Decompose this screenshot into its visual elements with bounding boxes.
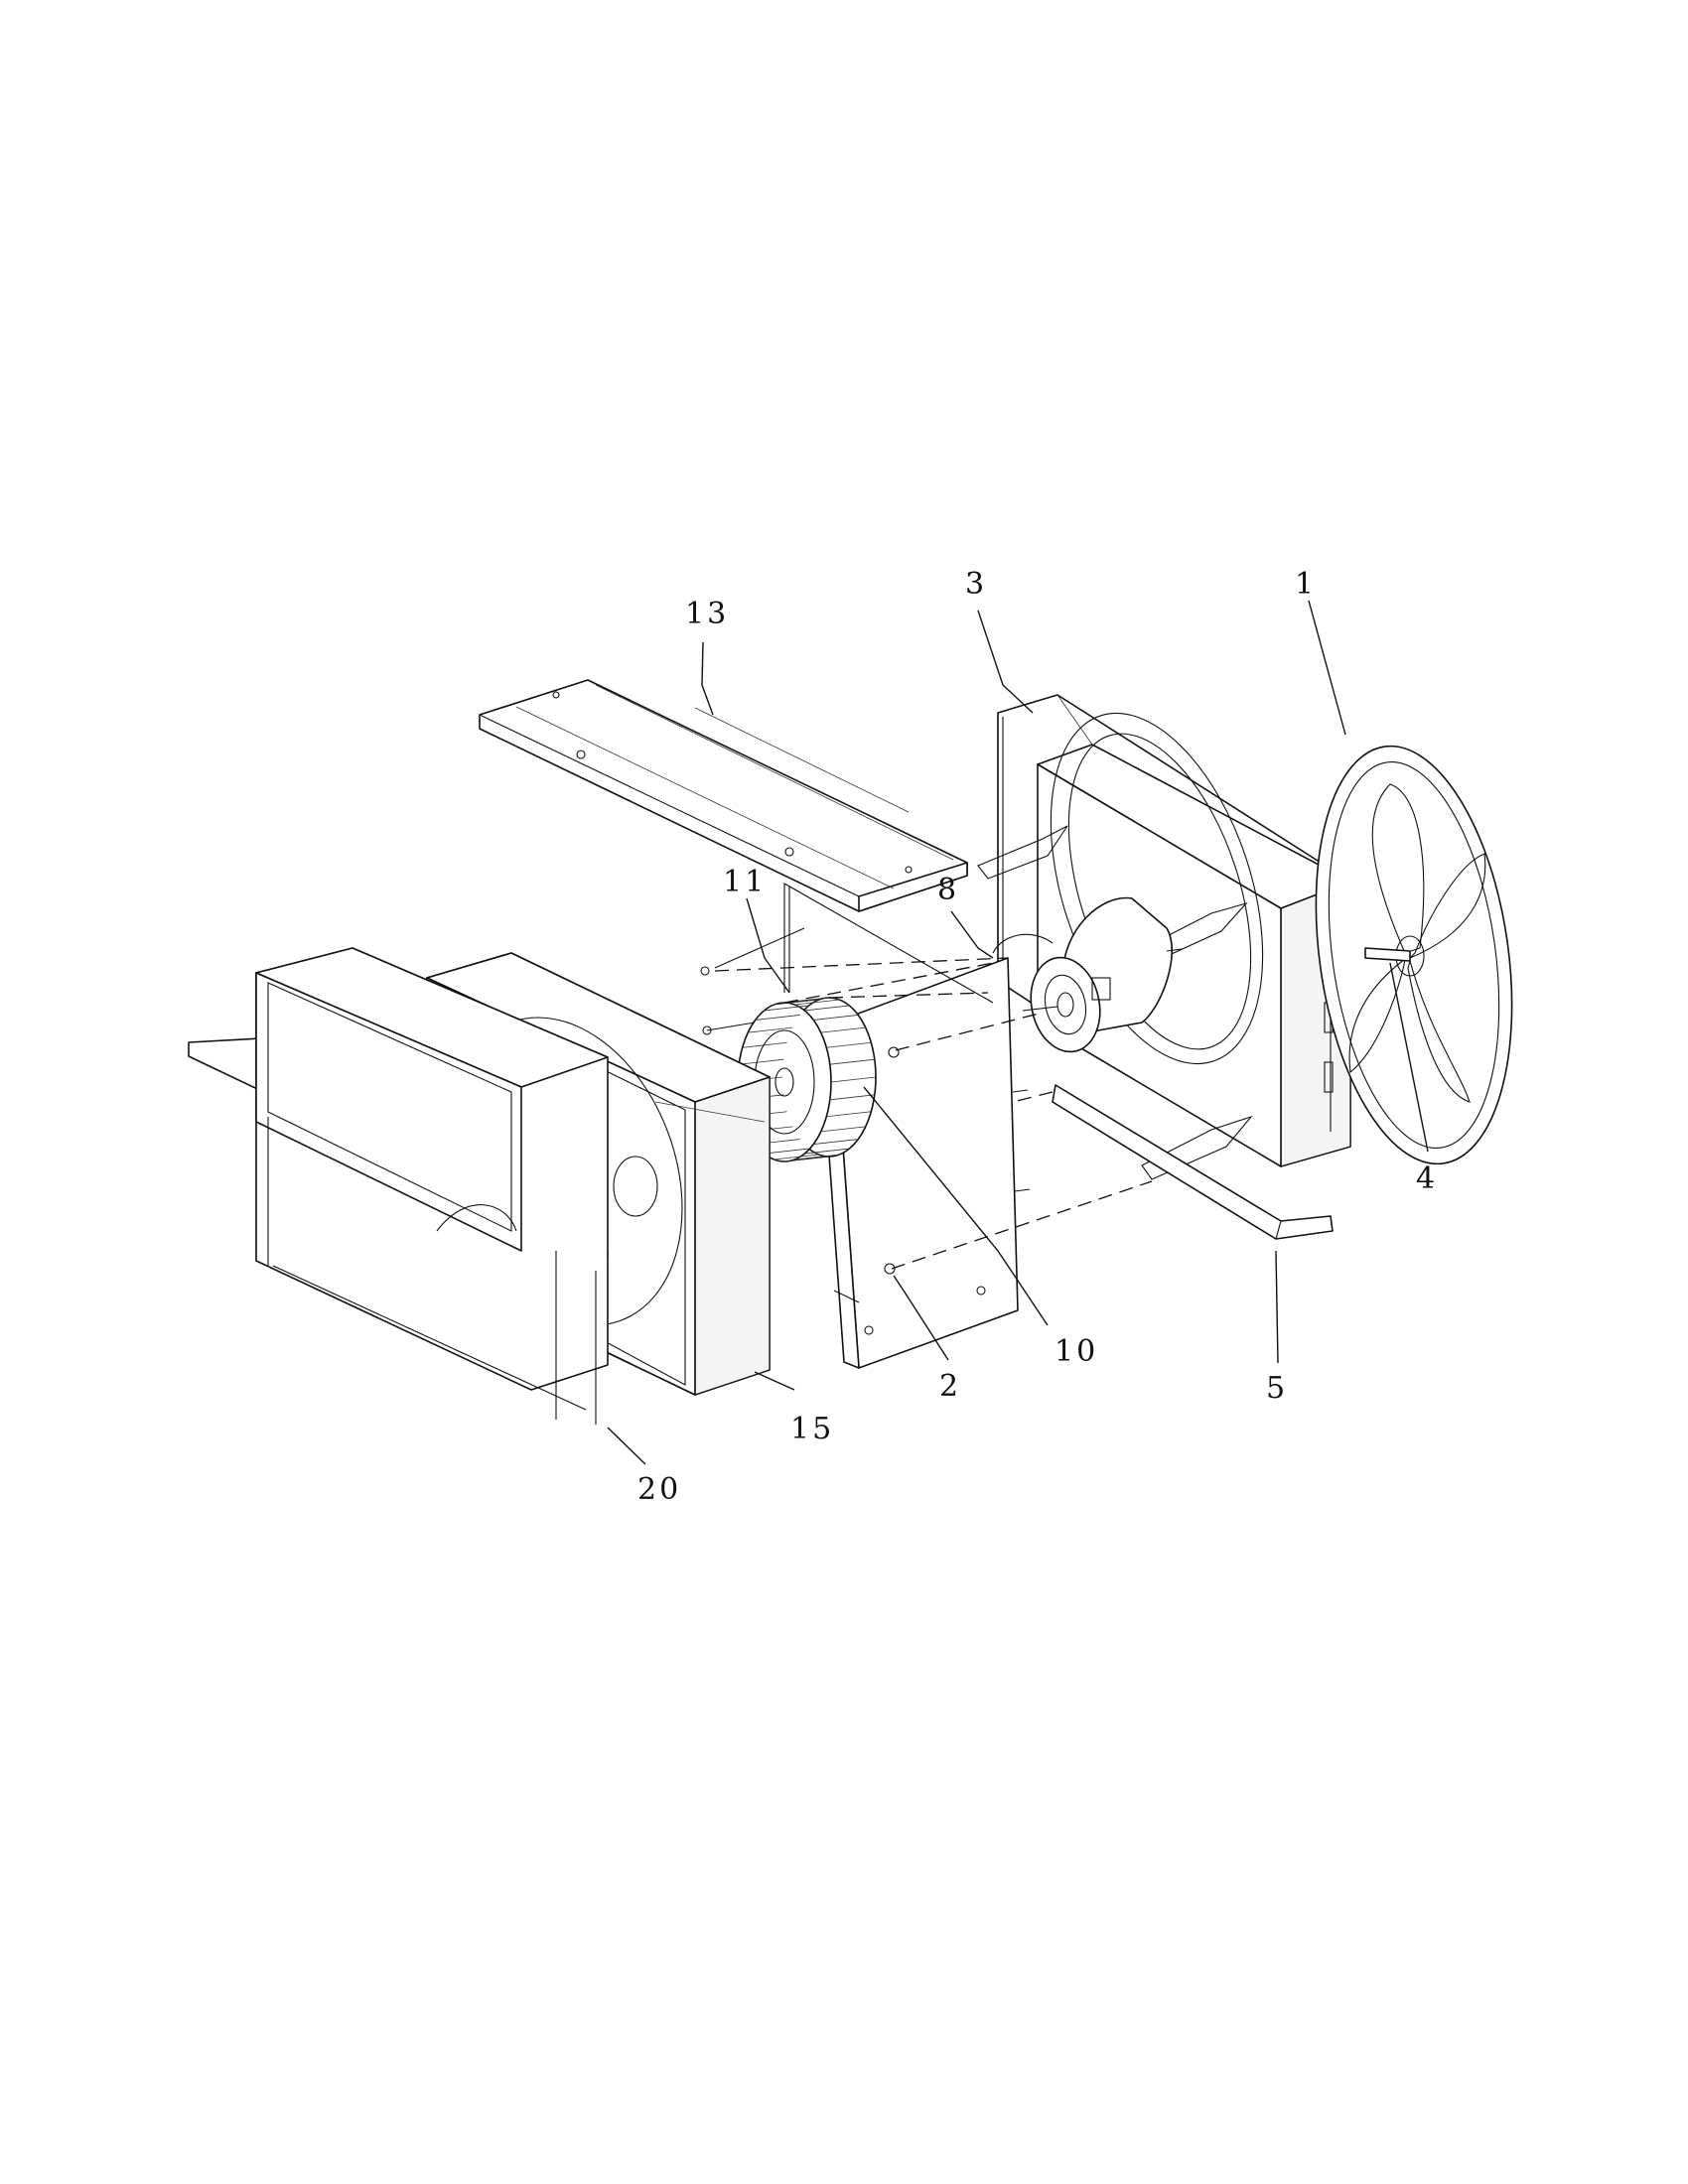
callout-13: 13	[685, 597, 729, 631]
part-13-top-cover	[479, 679, 968, 912]
blower-slat	[794, 1154, 840, 1160]
callout-15: 15	[790, 1412, 834, 1446]
callout-20: 20	[637, 1472, 681, 1507]
callout-labels: 13 3 1 8 11 4 5 10 2 15 20	[637, 567, 1438, 1507]
callout-2: 2	[939, 1369, 961, 1404]
blower-slat	[783, 1156, 830, 1162]
blower-slat	[813, 1015, 859, 1021]
blower-slat	[826, 1111, 872, 1118]
part-4-shaft	[1364, 947, 1411, 962]
leader-lines	[607, 600, 1429, 1465]
callout-11: 11	[723, 865, 767, 899]
blower-slat	[739, 1058, 784, 1065]
assembly-guide-lines	[700, 927, 1153, 1270]
blower-slat	[742, 1041, 787, 1048]
blower-slat	[755, 1015, 800, 1021]
callout-8: 8	[937, 873, 959, 907]
blower-slat	[764, 1148, 809, 1155]
part-1-fan-blade	[1315, 745, 1513, 1165]
blower-slat	[748, 1026, 793, 1033]
callout-4: 4	[1416, 1161, 1438, 1196]
blower-slat	[774, 1154, 819, 1160]
blower-slat	[774, 999, 819, 1006]
blower-slat	[826, 1041, 872, 1048]
blower-slat	[794, 999, 840, 1006]
blower-slat	[830, 1076, 877, 1083]
callout-3: 3	[965, 567, 987, 602]
callout-1: 1	[1295, 567, 1317, 602]
callout-5: 5	[1266, 1371, 1288, 1406]
part-8-motor	[992, 896, 1183, 1053]
part-20-front-frame	[188, 947, 609, 1425]
bulkhead-frame	[783, 883, 994, 1004]
blower-slat	[804, 1148, 850, 1155]
blower-slat	[829, 1094, 875, 1101]
callout-10: 10	[1055, 1334, 1098, 1369]
blower-slat	[820, 1026, 866, 1033]
blower-slat	[813, 1139, 859, 1145]
blower-slat	[804, 1005, 850, 1012]
blower-slat	[764, 1005, 809, 1012]
part-5-bracket-bar	[1052, 1084, 1334, 1240]
blower-slat	[820, 1126, 866, 1133]
blower-slat	[829, 1058, 875, 1065]
